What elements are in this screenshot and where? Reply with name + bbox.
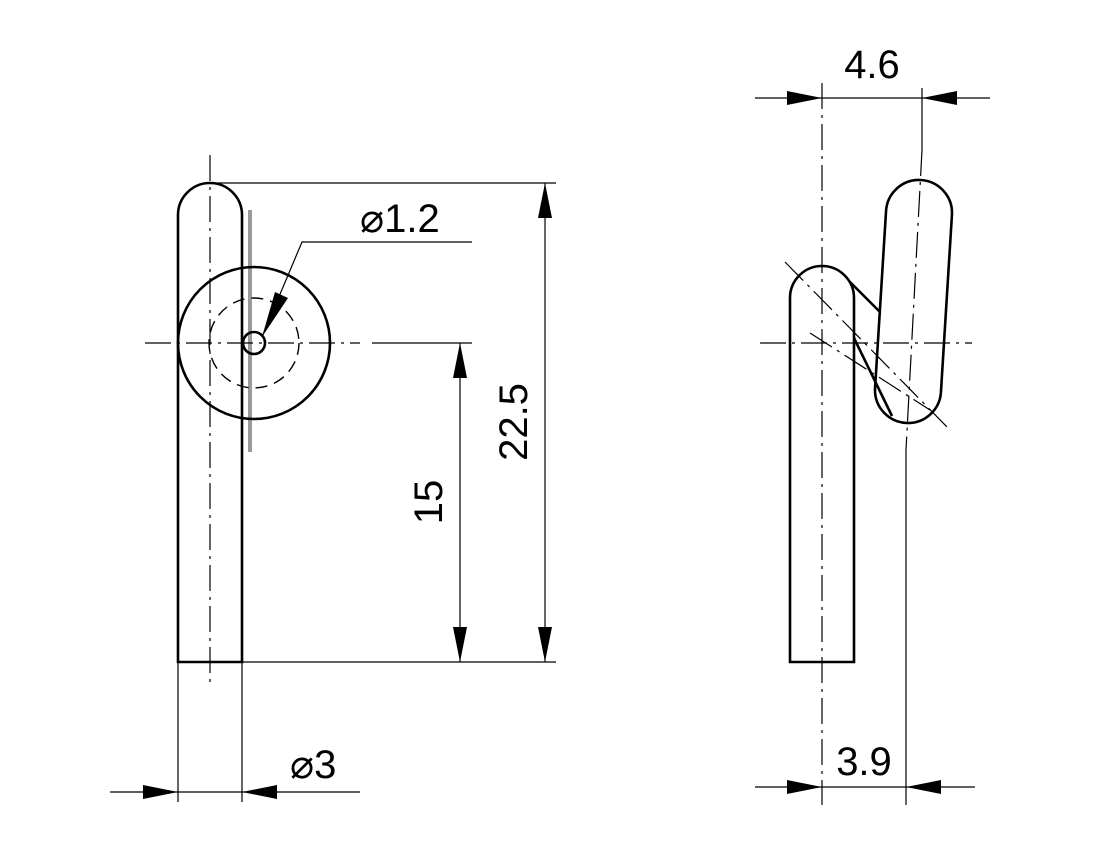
pin-leader-line [261,241,472,338]
dim-bottom-offset: 3.9 [836,740,892,784]
side-view: 4.6 3.9 [755,43,990,805]
dim-pin-height: 15 [407,480,451,525]
bottom-offset-arrow-right [906,780,941,794]
side-diagonal-centerline-2 [809,332,931,411]
side-pin-centerline [905,149,923,451]
bottom-offset-arrow-left [787,780,822,794]
wire-dim-arrow-left [143,785,178,799]
dim-top-offset: 4.6 [844,43,900,87]
side-wire-outline [788,264,856,664]
dim-wire-diameter: ⌀3 [290,743,336,787]
side-pin-outline [873,178,954,425]
side-diagonal-centerline-1 [784,261,951,431]
top-offset-arrow-right [922,91,957,105]
dim-total-height: 22.5 [492,383,536,461]
pin-leader-arrow [262,292,288,337]
side-bend-edge-upper [849,281,881,313]
top-offset-arrow-left [787,91,822,105]
total-height-arrow-bottom [538,627,552,662]
side-bend-edge-lower [852,337,894,417]
dim-pin-diameter: ⌀1.2 [360,197,440,241]
front-wire-outline [176,181,244,664]
total-height-arrow-top [538,183,552,218]
wire-dim-arrow-right [242,785,277,799]
pin-height-arrow-top [453,343,467,378]
pin-height-arrow-bottom [453,627,467,662]
front-view: ⌀1.2 22.5 15 ⌀3 [110,155,556,802]
